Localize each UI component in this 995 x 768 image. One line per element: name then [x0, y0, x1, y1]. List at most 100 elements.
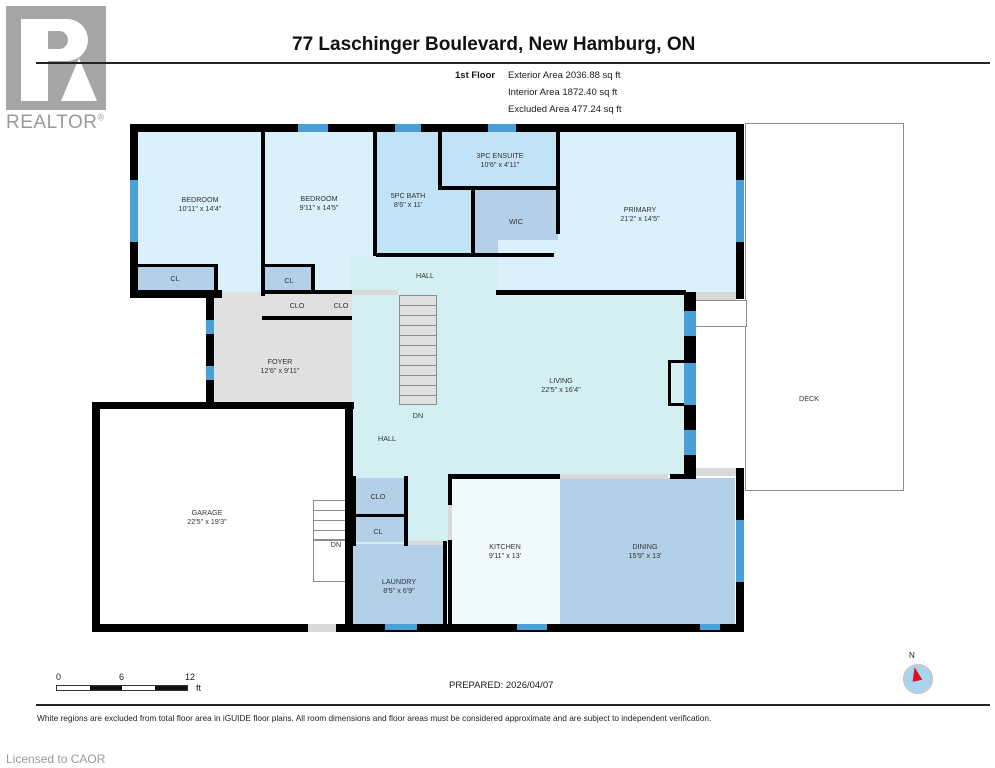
wall-hall-north: [376, 253, 554, 257]
scale-unit: ft: [196, 683, 202, 693]
scale-tick-0: 0: [56, 672, 62, 682]
window-dining: [736, 520, 744, 582]
compass-icon: [903, 664, 933, 694]
room-closet-2: [264, 266, 314, 291]
room-kitchen: [451, 478, 560, 624]
page-title: 77 Laschinger Boulevard, New Hamburg, ON: [292, 34, 696, 55]
window-living-1: [684, 311, 696, 336]
wall-kitchen-west: [448, 474, 452, 626]
scale-tick-12: 12: [185, 672, 196, 682]
wall-fireplace-bottom: [668, 403, 684, 406]
wall-kitchen-north: [448, 474, 560, 479]
room-closet-6: [352, 517, 404, 542]
title-divider: [36, 62, 990, 64]
wall-garage-east: [345, 402, 353, 632]
room-closet-1: [136, 266, 214, 290]
room-3pc-ensuite: [441, 131, 558, 189]
label-garage-stairs-dn: DN: [330, 540, 342, 549]
opening-hall-living: [352, 290, 398, 295]
wall-closet5-south: [352, 514, 408, 517]
room-garage: [97, 408, 349, 624]
wall-closet5-west: [352, 476, 356, 546]
wall-closet1-east: [214, 264, 218, 294]
window-living-2: [684, 363, 696, 405]
room-closet-5: [352, 478, 404, 514]
wall-dining-north: [670, 474, 696, 479]
room-foyer: [214, 292, 354, 404]
window-kitchen: [517, 624, 547, 630]
staircase-main: [399, 295, 437, 405]
opening-living-dining: [560, 474, 668, 479]
window-living-3: [684, 430, 696, 455]
window-bedroom-2: [298, 124, 328, 132]
window-bath: [395, 124, 421, 132]
staircase-garage: [313, 500, 347, 540]
wall-closet2-east: [311, 264, 315, 292]
exterior-area: Exterior Area 2036.88 sq ft: [508, 70, 621, 81]
realtor-logo-text: REALTOR®: [6, 112, 105, 133]
door-laundry[interactable]: [408, 541, 443, 545]
window-primary: [736, 180, 744, 242]
label-hall-top: HALL: [416, 271, 434, 280]
window-bedroom-1: [130, 180, 138, 242]
staircase-garage-landing: [313, 540, 347, 582]
window-ensuite: [488, 124, 516, 132]
deck-step: [695, 300, 747, 327]
window-dining-south: [700, 624, 720, 630]
room-hall-top: [350, 257, 498, 293]
wall-ensuite-south: [438, 186, 558, 190]
door-dining-deck[interactable]: [696, 468, 736, 476]
wall-bath-wic: [471, 186, 475, 256]
wall-bath-ensuite: [438, 124, 442, 186]
wall-bedroom-south: [130, 290, 222, 298]
prepared-date: PREPARED: 2026/04/07: [449, 680, 554, 691]
wall-west-garage: [92, 402, 100, 632]
room-dining: [560, 478, 735, 624]
wall-garage-north: [92, 402, 354, 409]
label-stairs-dn: DN: [412, 411, 424, 420]
room-primary: [558, 131, 736, 294]
interior-area: Interior Area 1872.40 sq ft: [508, 87, 618, 98]
compass-north-label: N: [909, 651, 915, 660]
room-bedroom-1-nook: [214, 266, 264, 292]
wall-west-foyer: [206, 298, 214, 408]
wall-north: [130, 124, 744, 132]
wall-living-north: [496, 290, 686, 295]
room-laundry: [352, 544, 445, 624]
label-closet-5: CLO: [370, 492, 386, 501]
footer-divider: [36, 704, 990, 706]
label-wic: WIC: [509, 217, 523, 226]
wall-closet-row: [262, 290, 352, 294]
realtor-logo-icon: [6, 6, 106, 110]
floor-label: 1st Floor: [455, 70, 496, 81]
wall-bed2-bath: [373, 124, 377, 256]
wall-laundry-east: [443, 541, 447, 626]
window-foyer-1: [206, 320, 214, 334]
wall-bed1-bed2: [261, 124, 265, 296]
door-garage-exterior[interactable]: [308, 624, 336, 632]
door-primary-deck[interactable]: [696, 292, 736, 300]
wall-closet1-north: [136, 264, 216, 267]
wall-closet-row-south: [262, 316, 352, 320]
window-laundry: [385, 624, 417, 630]
label-closet-1: CL: [170, 274, 180, 283]
excluded-area: Excluded Area 477.24 sq ft: [508, 104, 622, 115]
label-closet-4: CLO: [333, 301, 349, 310]
wall-south: [92, 624, 744, 632]
scale-tick-6: 6: [119, 672, 125, 682]
licensed-to: Licensed to CAOR: [6, 752, 106, 766]
deck-outline: [745, 123, 904, 491]
wall-fireplace-side: [668, 360, 671, 406]
